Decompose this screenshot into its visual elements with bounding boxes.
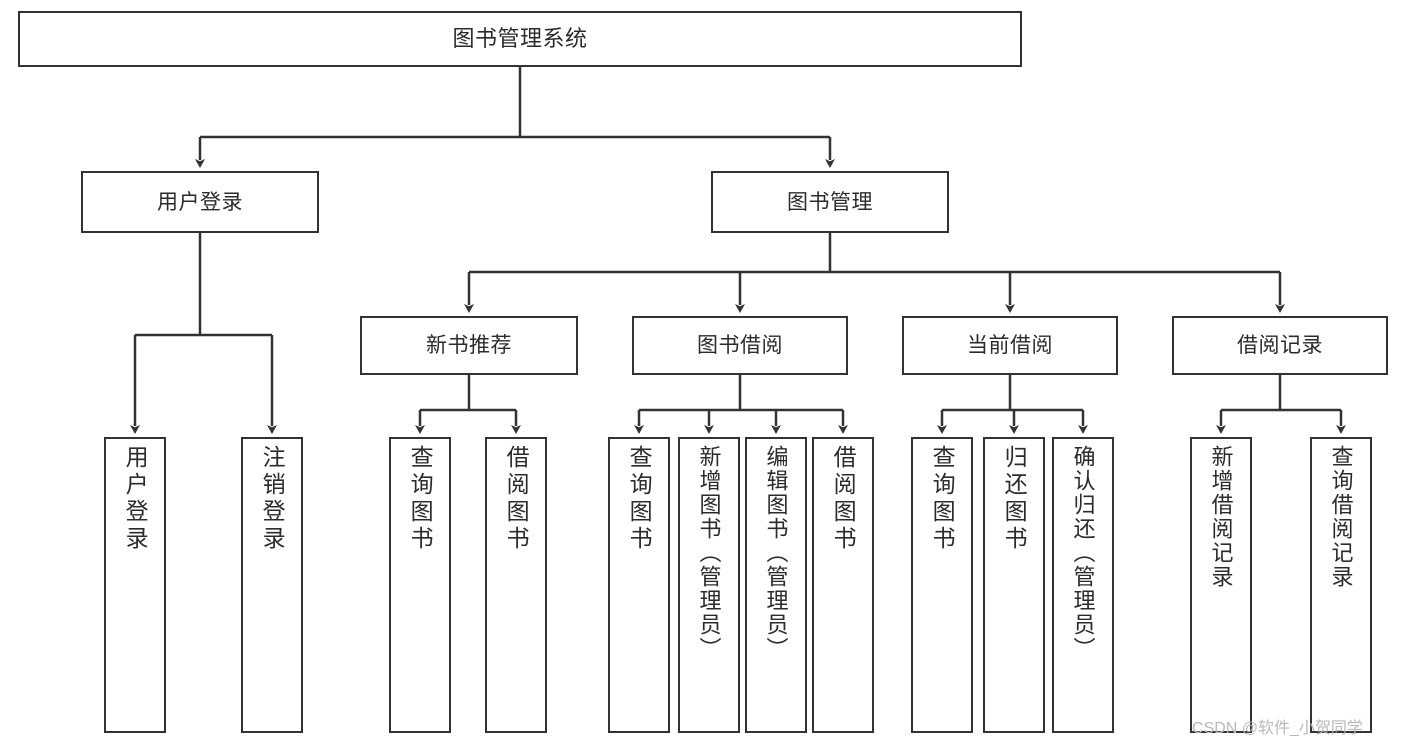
node-label: 确认归还（管理员） — [1070, 445, 1096, 661]
node-label: 编辑图书（管理员） — [763, 445, 789, 661]
node-label: 用户登录 — [122, 445, 149, 553]
node-leaf-borrow-book-2[interactable]: 借阅图书 — [812, 437, 874, 733]
node-label: 新增图书（管理员） — [696, 445, 722, 661]
node-label: 查询图书 — [626, 445, 653, 553]
node-leaf-edit-book[interactable]: 编辑图书（管理员） — [745, 437, 807, 733]
node-leaf-return-book[interactable]: 归还图书 — [983, 437, 1045, 733]
node-label: 图书管理 — [787, 190, 873, 214]
node-label: 查询图书 — [929, 445, 956, 553]
node-leaf-user-login[interactable]: 用户登录 — [104, 437, 166, 733]
node-new-book-rec[interactable]: 新书推荐 — [360, 316, 578, 375]
node-user-login[interactable]: 用户登录 — [81, 171, 319, 233]
node-label: 图书借阅 — [697, 334, 783, 357]
node-book-borrow[interactable]: 图书借阅 — [632, 316, 848, 375]
node-label: 新增借阅记录 — [1208, 445, 1234, 589]
node-root[interactable]: 图书管理系统 — [18, 11, 1022, 67]
node-leaf-query-book-2[interactable]: 查询图书 — [608, 437, 670, 733]
node-label: 查询图书 — [407, 445, 434, 553]
node-leaf-user-logout[interactable]: 注销登录 — [241, 437, 303, 733]
node-leaf-query-book-3[interactable]: 查询图书 — [911, 437, 973, 733]
node-label: 用户登录 — [157, 190, 243, 214]
node-leaf-add-book[interactable]: 新增图书（管理员） — [678, 437, 740, 733]
node-label: 查询借阅记录 — [1328, 445, 1354, 589]
node-book-manage[interactable]: 图书管理 — [711, 171, 949, 233]
node-label: 归还图书 — [1001, 445, 1028, 553]
node-label: 借阅图书 — [830, 445, 857, 553]
node-leaf-borrow-book-1[interactable]: 借阅图书 — [485, 437, 547, 733]
node-label: 注销登录 — [259, 445, 286, 553]
node-leaf-query-record[interactable]: 查询借阅记录 — [1310, 437, 1372, 733]
node-label: 借阅记录 — [1237, 334, 1323, 357]
node-label: 新书推荐 — [426, 334, 512, 357]
node-leaf-confirm-return[interactable]: 确认归还（管理员） — [1052, 437, 1114, 733]
node-leaf-query-book-1[interactable]: 查询图书 — [389, 437, 451, 733]
node-leaf-add-record[interactable]: 新增借阅记录 — [1190, 437, 1252, 733]
node-current-borrow[interactable]: 当前借阅 — [902, 316, 1118, 375]
node-label: 借阅图书 — [503, 445, 530, 553]
csdn-watermark: CSDN @软件_小贺同学 — [1192, 720, 1363, 737]
node-borrow-record[interactable]: 借阅记录 — [1172, 316, 1388, 375]
node-label: 图书管理系统 — [452, 26, 588, 51]
node-label: 当前借阅 — [967, 334, 1053, 357]
